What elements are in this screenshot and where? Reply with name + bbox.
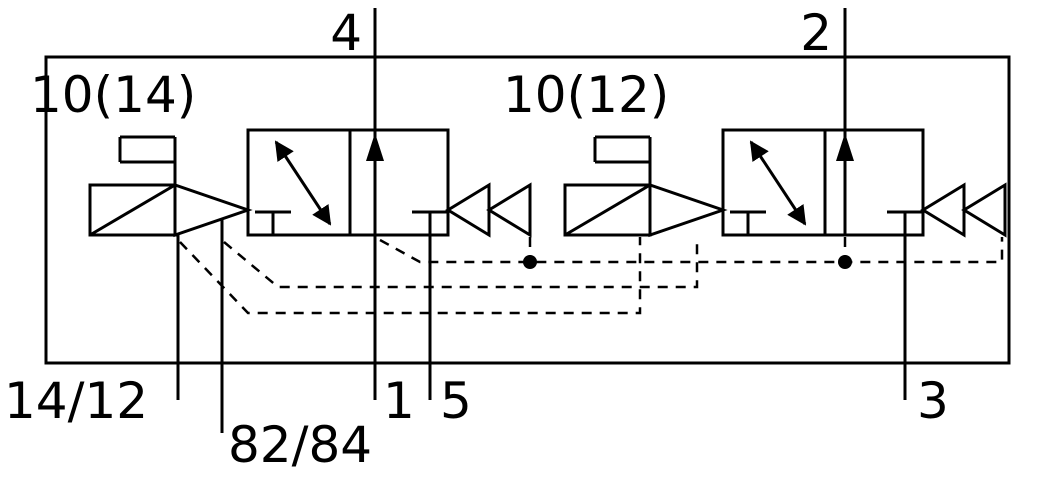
- valve-right: [563, 128, 1007, 238]
- pilot-line-middle: [223, 237, 699, 289]
- pilot-line-lower: [179, 237, 642, 315]
- valve-right-return-spring-outer: [961, 182, 1007, 238]
- port-1-label: 1: [383, 372, 415, 430]
- valve-left-pilot-triangle: [173, 182, 253, 238]
- valve-left-cross-flow-arrow: [274, 140, 332, 226]
- valve-left-return-spring-inner: [445, 182, 491, 238]
- port-4-label: 4: [330, 4, 362, 62]
- port-5-label: 5: [440, 372, 472, 430]
- valve-right-position-a-box: [721, 128, 827, 237]
- valve-right-cross-flow-arrow: [749, 140, 807, 226]
- valve-left-manual-override: [118, 135, 177, 185]
- junction-dot-left: [523, 255, 537, 269]
- junction-dot-right: [838, 255, 852, 269]
- manifold-boundary: [44, 55, 1011, 365]
- valve-left-position-a-box: [246, 128, 352, 237]
- valve-right-position-b-box: [823, 128, 925, 237]
- valve-right-solenoid-diagonal: [564, 183, 651, 237]
- pilot-left-label: 10(14): [30, 66, 196, 124]
- valve-right-return-spring-inner: [920, 182, 966, 238]
- valve-right-manual-override: [593, 135, 652, 185]
- valve-left: [88, 128, 532, 238]
- port-3-label: 3: [917, 372, 949, 430]
- pilot-line-upper: [379, 237, 1004, 264]
- port-2-label: 2: [800, 4, 832, 62]
- valve-right-pilot-triangle: [648, 182, 728, 238]
- valve-left-return-spring-outer: [486, 182, 532, 238]
- valve-right-up-flow-arrowhead: [836, 133, 854, 161]
- pilot-lines: [179, 237, 1004, 315]
- valve-left-solenoid-diagonal: [89, 183, 176, 237]
- port-82-84-label: 82/84: [228, 416, 372, 474]
- valve-left-up-flow-arrowhead: [366, 133, 384, 161]
- pilot-right-label: 10(12): [503, 66, 669, 124]
- port-14-12-label: 14/12: [4, 372, 148, 430]
- valve-left-position-b-box: [348, 128, 450, 237]
